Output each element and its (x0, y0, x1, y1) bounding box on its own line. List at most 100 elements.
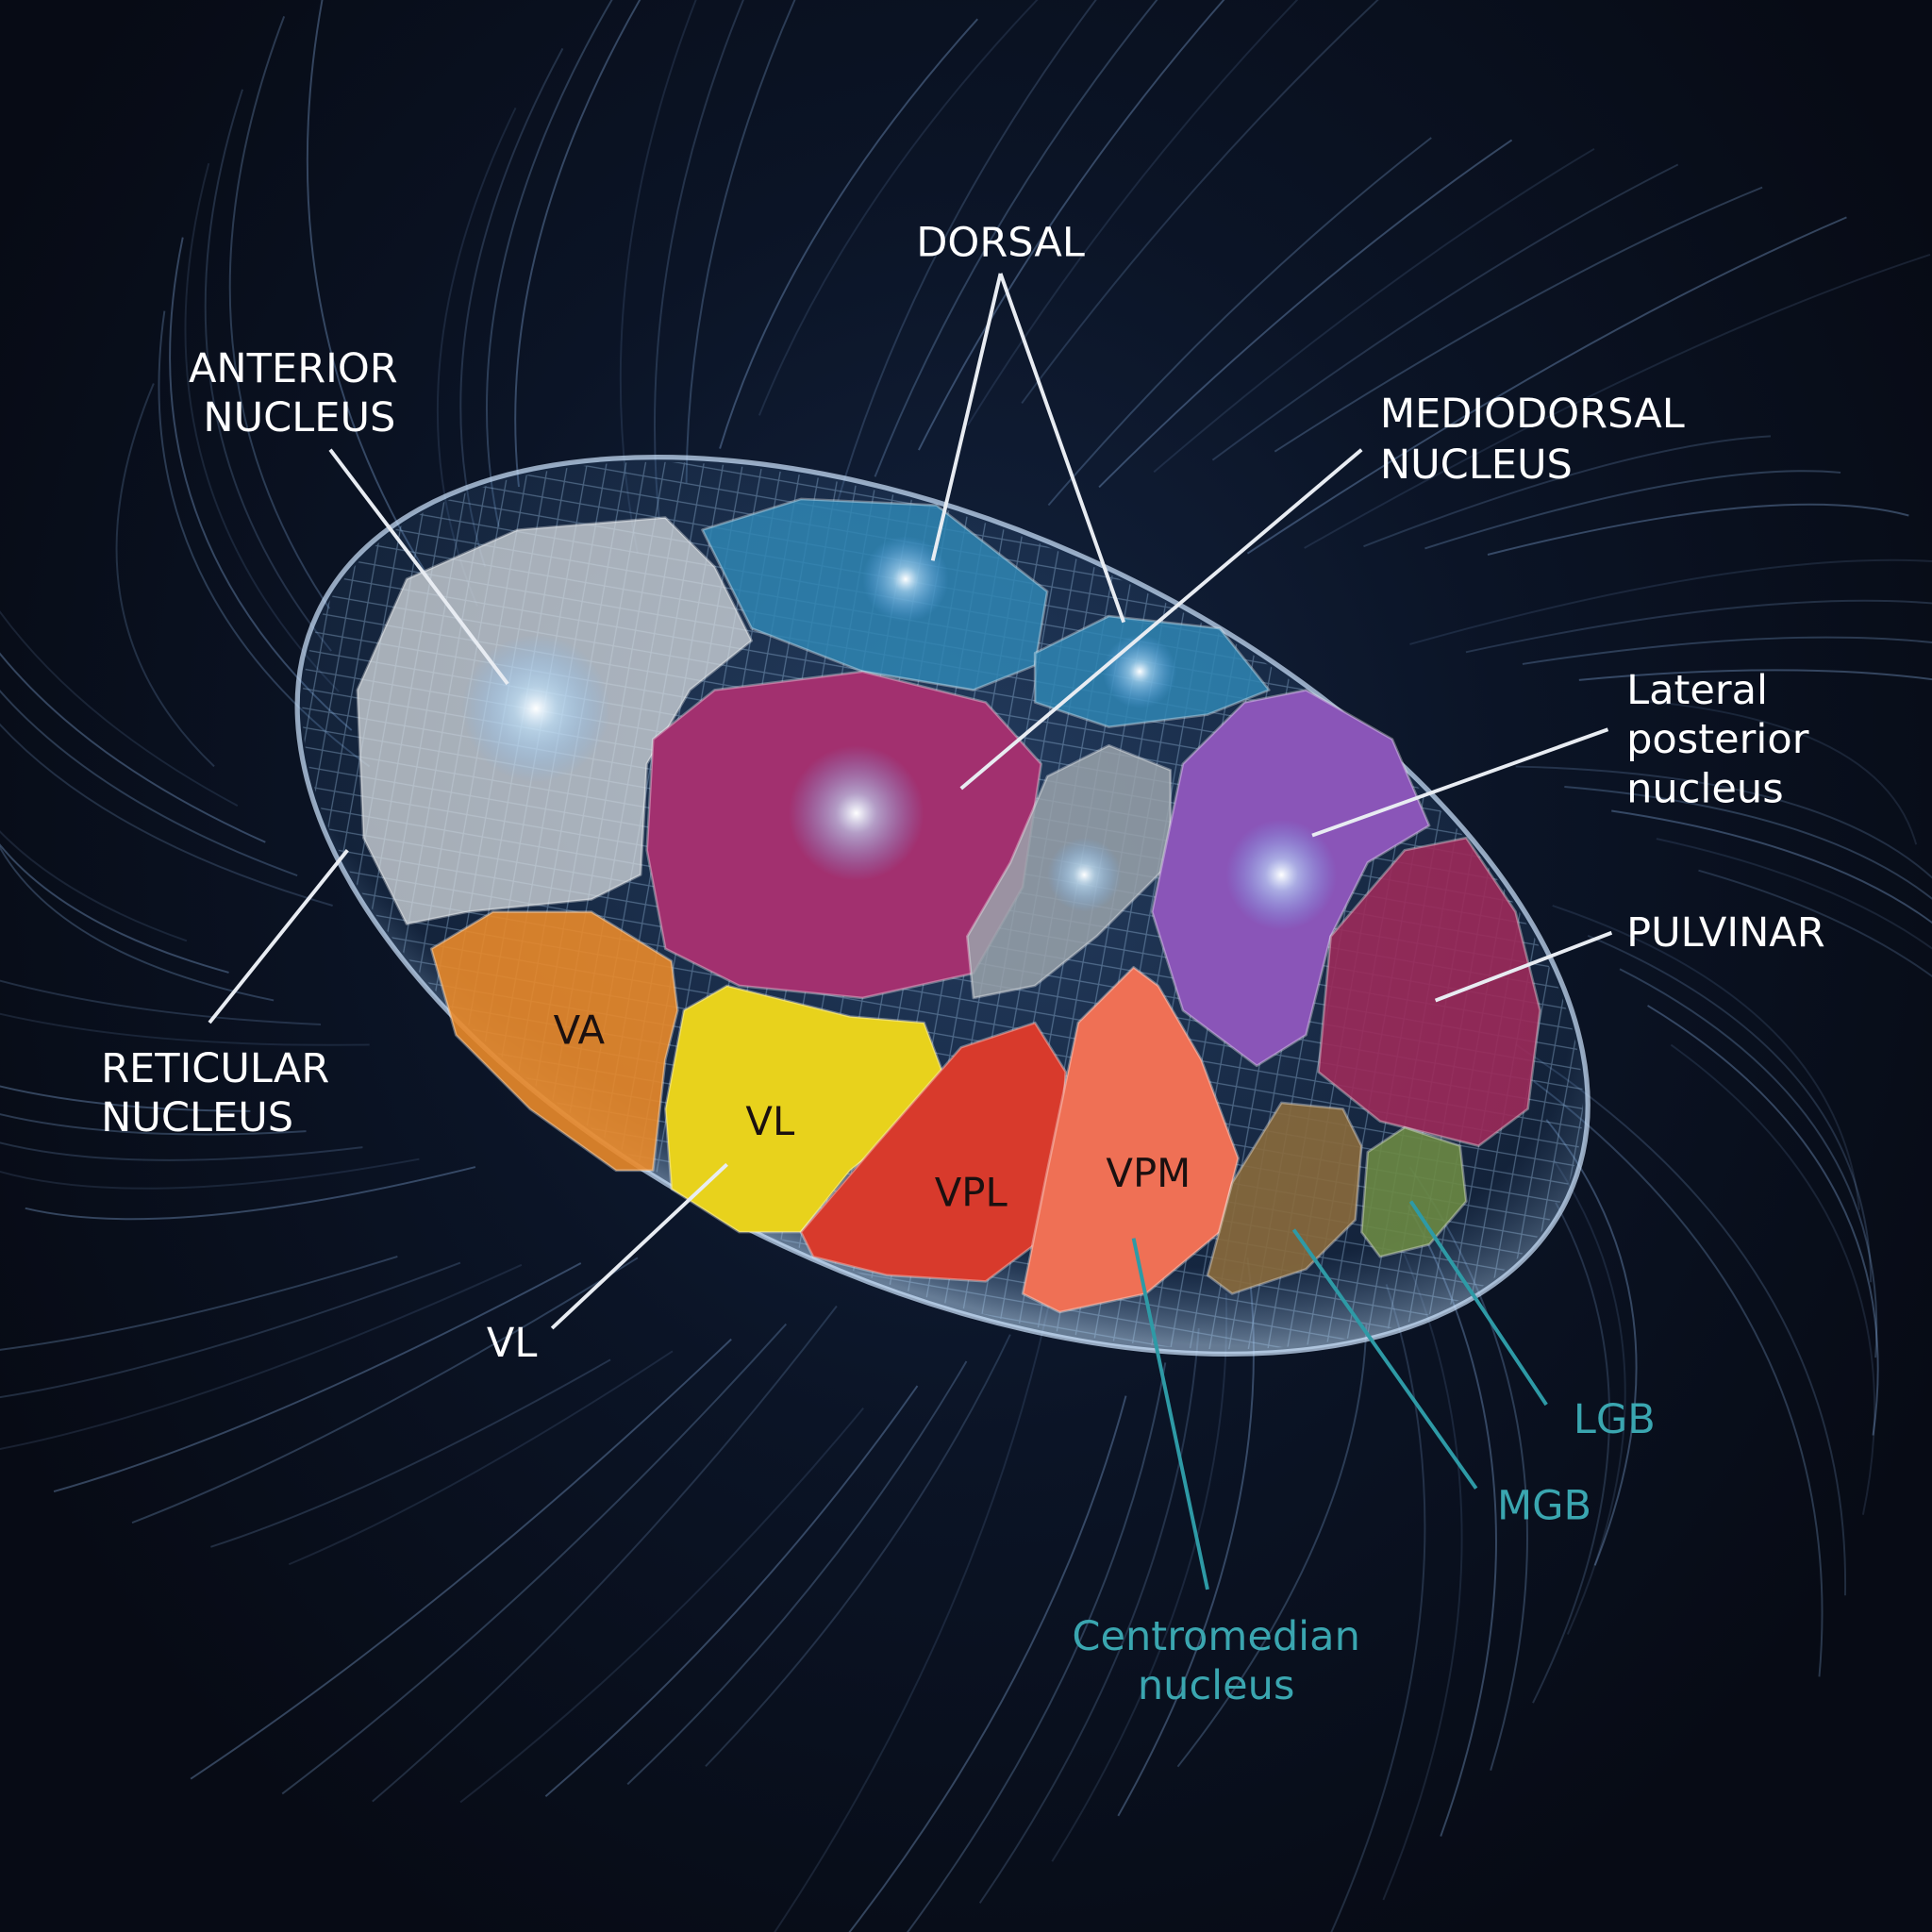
fiber-line (0, 652, 266, 843)
mgb-leader (1291, 1228, 1478, 1490)
fiber-line (1553, 1159, 1626, 1635)
fiber-line (0, 1263, 523, 1450)
lgb-leader (1408, 1200, 1548, 1407)
fiber-line (53, 1262, 582, 1492)
fiber-line (0, 1256, 398, 1351)
fiber-line (1522, 636, 1932, 665)
fiber-line (1656, 838, 1932, 950)
fiber-line (1532, 1202, 1610, 1704)
fiber-line (0, 1141, 363, 1161)
fiber-line (1424, 470, 1841, 550)
vpl-label: VPL (935, 1170, 1008, 1216)
pulvinar-leader (1434, 930, 1613, 1003)
fiber-line (1515, 1043, 1846, 1596)
fiber-line (835, 0, 1097, 506)
va-label: VA (554, 1007, 606, 1053)
fiber-line (1578, 669, 1932, 681)
fiber-line (0, 723, 333, 907)
fiber-line (131, 1257, 639, 1524)
fiber-line (1533, 1080, 1824, 1677)
fiber-line (25, 1166, 476, 1221)
fiber-line (184, 162, 340, 692)
fiber-line (1246, 216, 1847, 555)
fiber-line (1564, 786, 1932, 901)
fiber-line (0, 845, 275, 1002)
fiber-line (0, 1158, 420, 1190)
fiber-line (544, 1385, 919, 1797)
fiber-line (848, 1395, 1127, 1932)
fiber-line (190, 1338, 732, 1780)
vl-leader (550, 1162, 728, 1330)
lateral-posterior-leader (1311, 727, 1609, 838)
reticular-leader (208, 849, 349, 1024)
fiber-line (210, 1358, 611, 1548)
mediodorsal-leader (959, 448, 1363, 791)
fiber-line (1098, 139, 1513, 489)
anterior-leader (328, 448, 509, 686)
fiber-line (978, 1328, 1200, 1904)
fiber-line (906, 1362, 1167, 1932)
fiber-line (0, 979, 322, 1025)
fiber-line (372, 1305, 838, 1803)
fiber-line (486, 0, 613, 527)
vl-label: VL (745, 1098, 795, 1144)
fiber-line (1021, 0, 1379, 405)
fiber-line (1552, 905, 1860, 1210)
fiber-line (0, 1012, 370, 1046)
fiber-line (514, 0, 641, 488)
lgb-nucleus (1359, 1125, 1468, 1258)
fiber-line (204, 89, 332, 652)
fiber-line (1047, 137, 1432, 507)
pulvinar-label: PULVINAR (1626, 909, 1825, 957)
fiber-line (169, 237, 353, 731)
fiber-line (1382, 1243, 1463, 1901)
fiber-line (874, 0, 1158, 477)
va-nucleus (429, 910, 679, 1173)
fiber-line (459, 1407, 864, 1804)
fiber-line (705, 1334, 1011, 1767)
fiber-line (0, 843, 229, 974)
fiber-line (1363, 435, 1772, 548)
fiber-line (1176, 1324, 1368, 1768)
fiber-line (1515, 765, 1932, 879)
fiber-line (288, 1350, 674, 1566)
fiber-line (1587, 934, 1873, 1283)
fiber-line (1409, 558, 1932, 645)
fiber-line (1647, 1005, 1879, 1436)
fiber-line (1304, 254, 1931, 549)
lgb-label: LGB (1574, 1396, 1656, 1443)
fiber-line (1698, 869, 1932, 978)
fiber-line (1634, 699, 1918, 845)
fiber-line (0, 1113, 307, 1136)
mgb-nucleus (1206, 1101, 1363, 1295)
fiber-line (918, 0, 1225, 451)
fiber-line (0, 1261, 461, 1399)
fiber-line (115, 383, 215, 768)
fiber-line (1274, 186, 1763, 453)
fiber-line (281, 1323, 788, 1795)
fiber-line (0, 609, 239, 807)
dorsal-leader (930, 273, 1126, 624)
fiber-line (967, 0, 1299, 426)
fiber-line (1465, 599, 1932, 654)
fiber-line (1611, 809, 1932, 924)
vpm-label: VPM (1106, 1150, 1191, 1196)
fiber-line (1545, 1119, 1638, 1566)
fiber-line (758, 0, 1039, 416)
fiber-line (0, 689, 298, 877)
dorsal-label: DORSAL (916, 220, 1085, 267)
fiber-line (1330, 1284, 1426, 1932)
leader-lines (208, 273, 1613, 1591)
vpm-nucleus (1021, 965, 1240, 1314)
fiber-line (1487, 503, 1909, 556)
mgb-label: MGB (1497, 1482, 1591, 1529)
fiber-line (719, 18, 978, 449)
fiber-line (774, 1306, 1050, 1932)
fiber-line (0, 1085, 251, 1112)
fiber-line (626, 1360, 968, 1786)
